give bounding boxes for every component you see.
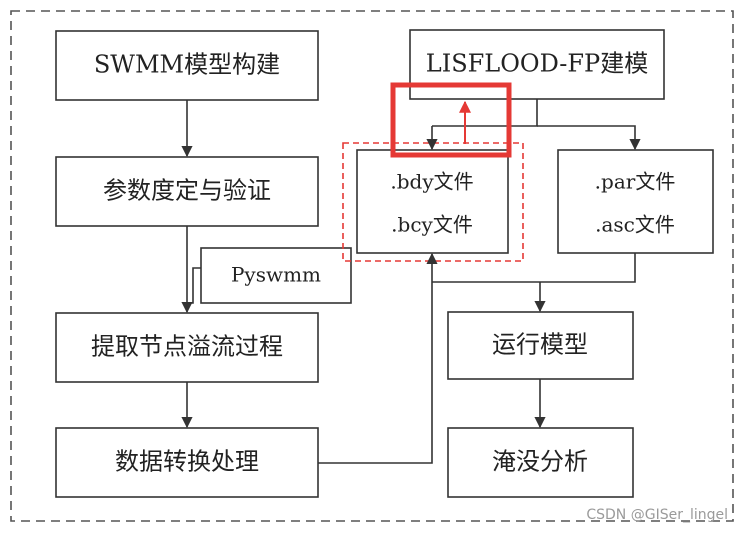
red-highlight-box: [390, 82, 512, 158]
data-conversion-box: 数据转换处理: [55, 427, 319, 498]
data-conversion-label: 数据转换处理: [115, 448, 259, 476]
lisflood-model-label: LISFLOOD-FP建模: [426, 50, 648, 78]
outer-dashed-frame: [10, 10, 734, 522]
pyswmm-label: Pyswmm: [231, 263, 321, 287]
extract-overflow-box: 提取节点溢流过程: [55, 312, 319, 383]
par-file-label: .par文件: [595, 170, 676, 194]
param-calibration-box: 参数度定与验证: [55, 156, 319, 227]
bdy-bcy-file-box: .bdy文件 .bcy文件: [356, 149, 509, 254]
bdy-file-label: .bdy文件: [390, 170, 473, 194]
inundation-analysis-box: 淹没分析: [447, 427, 634, 498]
par-asc-file-box: .par文件 .asc文件: [557, 149, 714, 254]
lisflood-branch: [432, 99, 538, 127]
par-merge-line: [540, 253, 636, 283]
run-model-label: 运行模型: [492, 331, 588, 359]
inundation-analysis-label: 淹没分析: [492, 448, 588, 476]
run-model-box: 运行模型: [447, 311, 634, 380]
swmm-build-box: SWMM模型构建: [55, 30, 319, 101]
csdn-watermark: CSDN @GISer_lingel: [586, 507, 728, 523]
swmm-build-label: SWMM模型构建: [94, 51, 280, 79]
bcy-file-label: .bcy文件: [391, 213, 473, 237]
arrow-conversion-to-bdy: [318, 252, 438, 464]
param-calibration-label: 参数度定与验证: [103, 177, 271, 205]
arrow-lisflood-to-par: [537, 125, 641, 151]
pyswmm-connector: [187, 267, 201, 304]
extract-overflow-label: 提取节点溢流过程: [91, 333, 283, 361]
asc-file-label: .asc文件: [595, 213, 675, 237]
lisflood-model-box: LISFLOOD-FP建模: [409, 29, 665, 100]
pyswmm-box: Pyswmm: [200, 247, 352, 304]
